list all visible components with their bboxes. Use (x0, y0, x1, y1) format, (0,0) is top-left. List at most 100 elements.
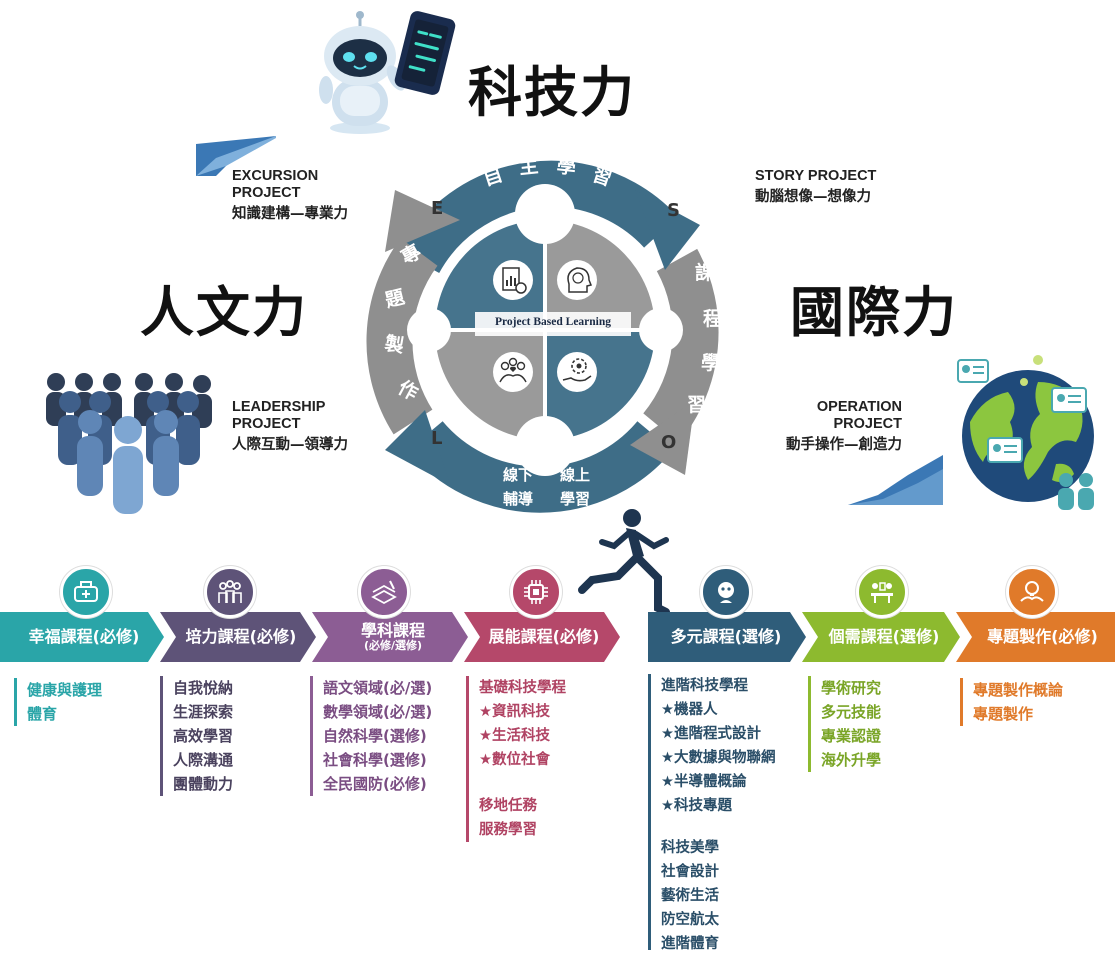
list-project: 專題製作概論 專題製作 (960, 678, 1063, 726)
list-item: 人際溝通 (173, 751, 234, 769)
health-icon (60, 566, 112, 618)
list-item: 全民國防(必修) (323, 775, 427, 793)
idea-icon (1006, 566, 1058, 618)
category-individual: 個需課程(選修) (816, 612, 952, 662)
title-international: 國際力 (790, 281, 958, 344)
list-item: 藝術生活 (661, 888, 719, 904)
category-academic: 學科課程 (必修/選修) (328, 612, 458, 662)
cycle-bottom-text-1: 線下 (503, 466, 534, 484)
list-item: ★半導體概論 (661, 774, 747, 790)
story-title: STORY PROJECT (755, 168, 877, 184)
gear-hand-icon (557, 352, 597, 392)
excursion-project-label: EXCURSION PROJECT 知識建構—專業力 (232, 168, 348, 223)
cycle-top-char-3: 學 (555, 155, 577, 179)
category-wellbeing-label: 幸福課程(必修) (28, 627, 140, 646)
excursion-title-line1: EXCURSION (232, 168, 319, 184)
list-item: 專題製作 (973, 705, 1034, 723)
list-item: 學術研究 (821, 679, 882, 697)
story-subtitle: 動腦想像—想像力 (755, 189, 871, 205)
list-item: 專業認證 (821, 727, 882, 745)
list-item: 體育 (27, 705, 58, 723)
list-academic: 語文領域(必/選) 數學領域(必/選) 自然科學(選修) 社會科學(選修) 全民… (310, 676, 432, 796)
operation-title-line2: PROJECT (833, 416, 903, 432)
mountain-decoration-left (196, 136, 276, 176)
meeting-icon (856, 566, 908, 618)
list-item: 健康與護理 (27, 681, 103, 699)
list-item: 進階體育 (661, 936, 719, 952)
people-group-illustration (44, 372, 214, 517)
cycle-top-char-2: 主 (518, 155, 540, 179)
category-academic-label: 學科課程 (360, 621, 425, 640)
list-item: 團體動力 (173, 775, 234, 793)
list-item: ★數位社會 (479, 752, 550, 768)
story-project-label: STORY PROJECT 動腦想像—想像力 (755, 168, 876, 206)
list-item: 語文領域(必/選) (323, 679, 433, 697)
operation-subtitle: 動手操作—創造力 (786, 437, 902, 453)
group-icon (204, 566, 256, 618)
list-wellbeing: 健康與護理 體育 (14, 678, 102, 726)
list-individual: 學術研究 多元技能 專業認證 海外升學 (808, 676, 881, 772)
list-item: 生涯探索 (173, 703, 234, 721)
list-diverse: 進階科技學程 ★機器人 ★進階程式設計 ★大數據與物聯網 ★半導體概論 ★科技專… (648, 674, 776, 952)
list-item: ★機器人 (661, 702, 718, 718)
robot-illustration (310, 8, 470, 138)
cycle-letter-o: O (661, 432, 677, 453)
list-ability: 基礎科技學程 ★資訊科技 ★生活科技 ★數位社會 移地任務 服務學習 (466, 676, 566, 842)
title-humanities: 人文力 (140, 281, 308, 344)
list-empower: 自我悅納 生涯探索 高效學習 人際溝通 團體動力 (160, 676, 233, 796)
list-item: 移地任務 (479, 798, 537, 814)
title-technology: 科技力 (468, 61, 636, 124)
list-item: 科技美學 (661, 840, 719, 856)
category-empower: 培力課程(必修) (176, 612, 306, 662)
excursion-title-line2: PROJECT (232, 185, 301, 201)
category-wellbeing: 幸福課程(必修) (14, 612, 154, 662)
list-item: 高效學習 (173, 727, 234, 745)
list-item: ★資訊科技 (479, 704, 550, 720)
category-chevron-strip (0, 612, 1115, 662)
chip-icon (510, 566, 562, 618)
list-item: 進階科技學程 (661, 678, 748, 694)
list-item: ★科技專題 (661, 798, 732, 814)
category-empower-label: 培力課程(必修) (185, 627, 297, 646)
team-heart-icon (493, 352, 533, 392)
list-item: 自然科學(選修) (323, 727, 427, 745)
mountain-decoration-right (848, 455, 943, 505)
pbl-cycle-diagram: 自 主 學 習 課 程 學 習 專 題 製 作 線下 線上 輔導 學習 E S … (355, 140, 735, 520)
cycle-letter-e: E (431, 198, 444, 219)
cycle-right-char-3: 學 (701, 352, 721, 374)
cycle-right-char-4: 習 (687, 394, 707, 416)
cycle-right-char-1: 課 (695, 262, 715, 284)
cycle-bottom-text-4: 學習 (560, 490, 591, 508)
cycle-letter-l: L (431, 428, 443, 449)
operation-title-line1: OPERATION (816, 399, 902, 415)
book-icon (358, 566, 410, 618)
cycle-letter-s: S (667, 200, 680, 221)
cycle-bottom-text-2: 線上 (560, 466, 591, 484)
leadership-subtitle: 人際互動—領導力 (232, 437, 348, 453)
cycle-right-char-2: 程 (703, 308, 723, 330)
list-item: 社會科學(選修) (323, 751, 427, 769)
list-item: 基礎科技學程 (479, 680, 566, 696)
list-item: 防空航太 (661, 912, 719, 928)
report-chart-icon (493, 260, 533, 300)
category-diverse: 多元課程(選修) (656, 612, 796, 662)
category-ability: 展能課程(必修) (478, 612, 610, 662)
category-project-label: 專題製作(必修) (987, 627, 1098, 646)
center-label: Project Based Learning (494, 316, 612, 328)
leadership-title-line2: PROJECT (232, 416, 301, 432)
list-item: 服務學習 (479, 822, 537, 838)
operation-project-label: OPERATION PROJECT 動手操作—創造力 (762, 399, 902, 454)
list-item: 社會設計 (661, 864, 719, 880)
robot-head-icon (700, 566, 752, 618)
cycle-bottom-text-3: 輔導 (503, 490, 534, 508)
leadership-project-label: LEADERSHIP PROJECT 人際互動—領導力 (232, 399, 348, 454)
category-diverse-label: 多元課程(選修) (670, 627, 782, 646)
list-item: 海外升學 (821, 751, 882, 769)
list-item: ★生活科技 (479, 728, 550, 744)
list-item: 專題製作概論 (973, 681, 1064, 699)
excursion-subtitle: 知識建構—專業力 (232, 206, 348, 222)
list-item: 多元技能 (821, 703, 882, 721)
list-item: ★進階程式設計 (661, 726, 761, 742)
leadership-title-line1: LEADERSHIP (232, 399, 326, 415)
list-item: ★大數據與物聯網 (661, 750, 776, 766)
